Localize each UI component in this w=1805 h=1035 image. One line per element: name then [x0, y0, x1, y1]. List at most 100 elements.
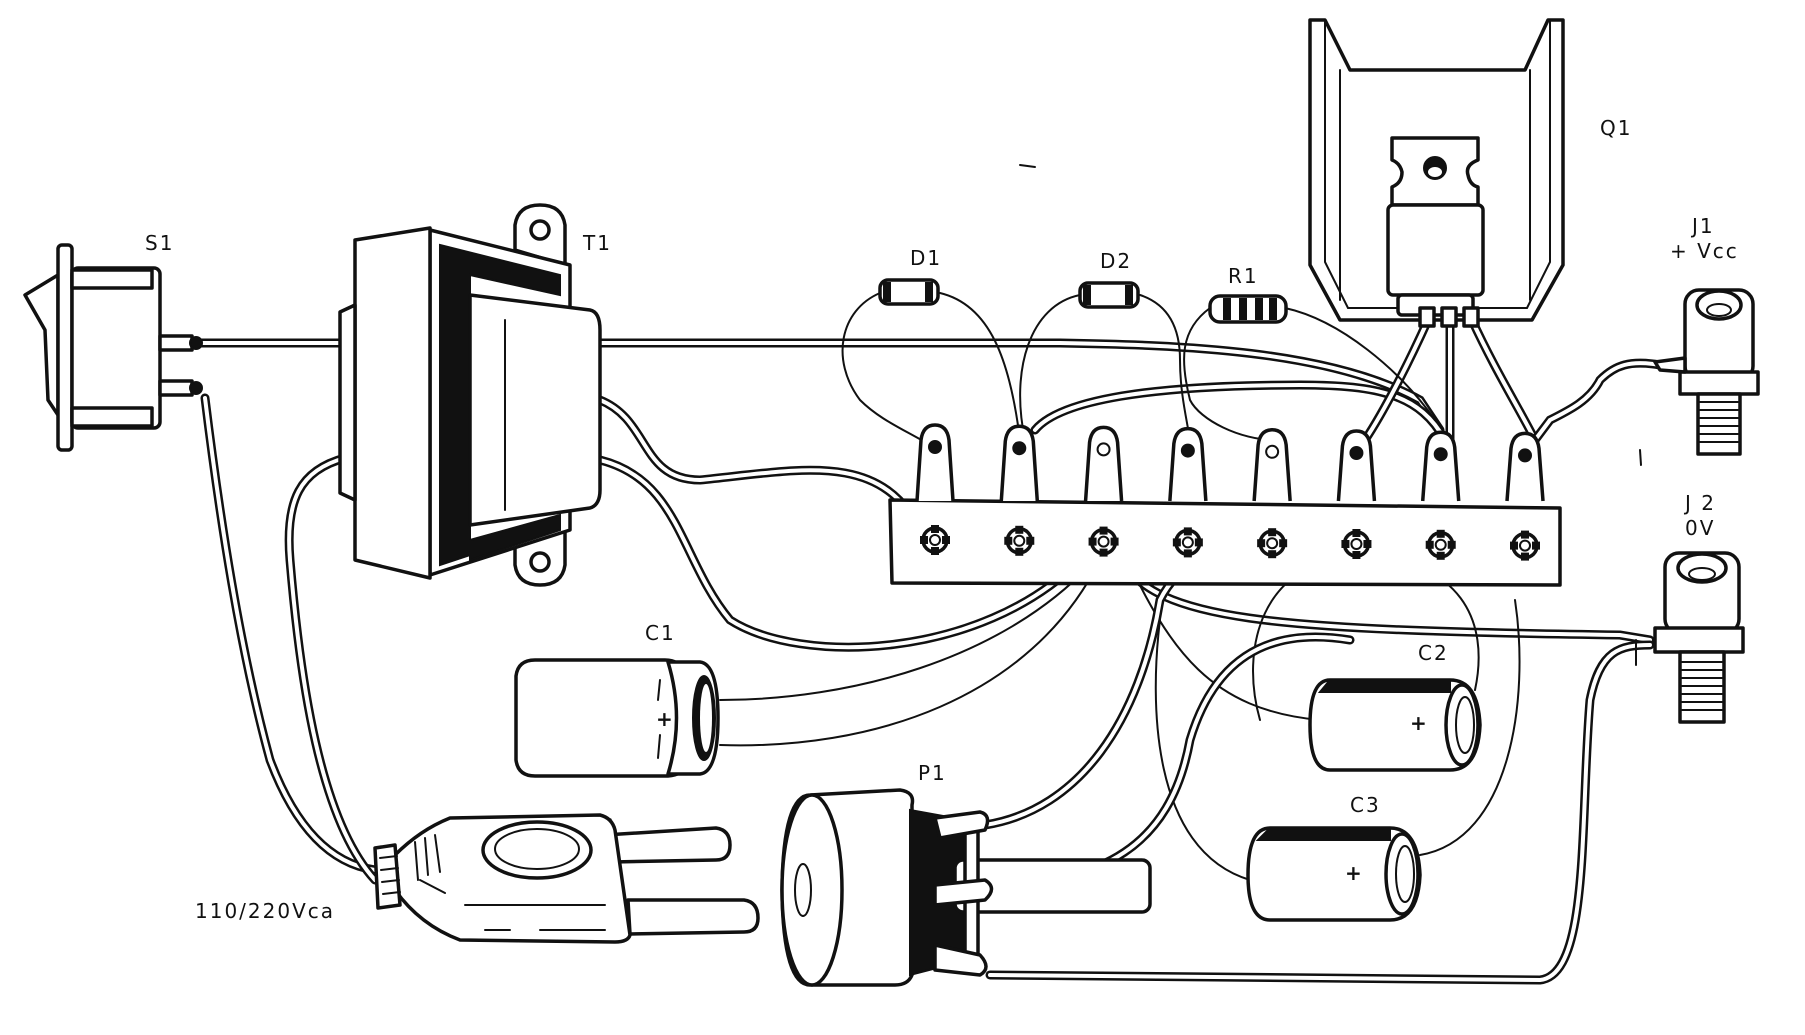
wire-c3-lead-a — [1419, 599, 1521, 856]
wire-c1-strip-a — [719, 564, 1091, 701]
terminal-rivet-notch — [1341, 540, 1350, 548]
terminal-rivet-center — [1181, 536, 1194, 549]
capacitor-c1: + C1 — [514, 621, 720, 778]
terminal-lug — [1083, 425, 1124, 502]
transformer-t1: T1 — [338, 203, 612, 587]
c1-polarity: + — [656, 707, 673, 731]
terminal-lug — [999, 424, 1040, 502]
wire-r1-lead-right — [1284, 307, 1436, 421]
label-q1: Q1 — [1600, 116, 1632, 140]
terminal-rivet-notch — [1436, 529, 1445, 538]
terminal-rivet-notch — [1352, 529, 1361, 537]
capacitor-c3: + C3 — [1246, 793, 1422, 922]
wire-c1-strip-b — [719, 559, 1101, 747]
label-t1: T1 — [582, 231, 612, 255]
terminal-rivet-notch — [1436, 551, 1445, 560]
terminal-rivet-notch — [1183, 527, 1192, 536]
terminal-lug — [1420, 430, 1461, 502]
terminal-rivet-notch — [1099, 548, 1108, 557]
c3-polarity: + — [1345, 861, 1362, 885]
terminal-lug-hole — [1433, 447, 1448, 462]
terminal-rivet-center — [1519, 539, 1531, 552]
terminal-rivet-notch — [1183, 549, 1192, 558]
terminal-lug-hole — [1180, 443, 1195, 458]
terminal-strip-base — [888, 498, 1562, 587]
label-j1: J1 — [1690, 214, 1715, 238]
terminal-rivet-center — [1013, 534, 1026, 547]
label-c1: C1 — [645, 621, 676, 645]
label-d1: D1 — [910, 246, 942, 270]
c2-polarity: + — [1410, 711, 1427, 735]
terminal-rivet-notch — [1425, 540, 1434, 549]
terminal-rivet-notch — [942, 536, 950, 544]
terminal-rivet-notch — [1363, 540, 1372, 548]
terminal-rivet-notch — [1172, 538, 1181, 547]
label-c2: C2 — [1418, 641, 1449, 665]
transistor-q1: Q1 — [1308, 18, 1632, 328]
terminal-rivet-notch — [1088, 537, 1097, 546]
terminal-rivet-center — [929, 534, 941, 546]
terminal-lug-hole — [1265, 444, 1280, 459]
terminal-rivet-notch — [1521, 552, 1529, 561]
terminal-rivet-center — [1350, 538, 1363, 550]
terminal-rivet-notch — [1099, 526, 1108, 535]
terminal-lug-hole — [1349, 446, 1364, 460]
wire-t1-sec-lug1 — [595, 395, 925, 535]
terminal-rivet-notch — [1026, 536, 1035, 545]
label-j1-vcc: + Vcc — [1670, 239, 1739, 263]
terminal-lug — [1168, 426, 1208, 502]
terminal-rivet-notch — [1257, 539, 1266, 548]
terminal-rivet-notch — [931, 547, 939, 555]
diode-d1: D1 — [878, 246, 942, 306]
terminal-rivet-notch — [1268, 550, 1277, 559]
terminal-rivet-notch — [931, 525, 939, 533]
terminal-rivet-notch — [1521, 530, 1529, 539]
terminal-rivet-notch — [1194, 538, 1203, 547]
terminal-rivet-notch — [1532, 541, 1540, 550]
terminal-rivet-notch — [1279, 539, 1288, 548]
wire-c3-lead-b — [1154, 619, 1251, 881]
terminal-rivet-notch — [1004, 536, 1013, 545]
terminal-strip — [888, 423, 1562, 587]
terminal-rivet-notch — [1447, 540, 1456, 549]
terminal-rivet-center — [1097, 535, 1110, 548]
terminal-lug — [1505, 431, 1545, 502]
terminal-lug-hole — [1518, 448, 1532, 463]
terminal-rivet-notch — [1015, 547, 1024, 556]
wire-d2-lead-right — [1139, 294, 1191, 446]
terminal-rivet-center — [1434, 538, 1447, 551]
terminal-lug — [1252, 428, 1292, 502]
terminal-lug — [1336, 429, 1377, 502]
terminal-rivet-center — [1266, 537, 1279, 550]
label-d2: D2 — [1100, 249, 1132, 273]
label-plug-voltage: 110/220Vca — [195, 899, 335, 923]
resistor-r1: R1 — [1208, 264, 1288, 324]
mains-plug: 110/220Vca — [195, 813, 760, 944]
print-mark — [1019, 164, 1036, 168]
label-r1: R1 — [1228, 264, 1259, 288]
terminal-lug-hole — [1096, 442, 1111, 457]
terminal-rivet-notch — [920, 536, 928, 544]
wire-j1-lug8 — [1530, 358, 1665, 445]
wire-r1-lead-left — [1183, 307, 1276, 441]
diode-d2: D2 — [1078, 249, 1140, 309]
wire-d1-lead-right — [939, 292, 1021, 441]
wire-c2-lead-a — [1124, 554, 1321, 721]
terminal-rivet-notch — [1510, 541, 1518, 550]
terminal-rivet-notch — [1015, 525, 1024, 534]
print-mark — [1639, 449, 1642, 466]
switch-s1: S1 — [23, 231, 203, 452]
capacitor-c2: + C2 — [1308, 641, 1482, 772]
potentiometer-p1: P1 — [780, 761, 1152, 987]
label-c3: C3 — [1350, 793, 1381, 817]
wire-d1-lead-left — [841, 292, 931, 446]
terminal-lug — [915, 423, 955, 502]
terminal-rivet-notch — [1352, 551, 1361, 559]
terminal-lug-hole — [1012, 441, 1027, 456]
label-j2-0v: 0V — [1685, 516, 1715, 540]
terminal-lug-hole — [928, 440, 942, 454]
wire-d2-lead-left — [1019, 294, 1081, 441]
terminal-rivet-notch — [1268, 528, 1277, 537]
label-j2: J 2 — [1683, 491, 1716, 515]
